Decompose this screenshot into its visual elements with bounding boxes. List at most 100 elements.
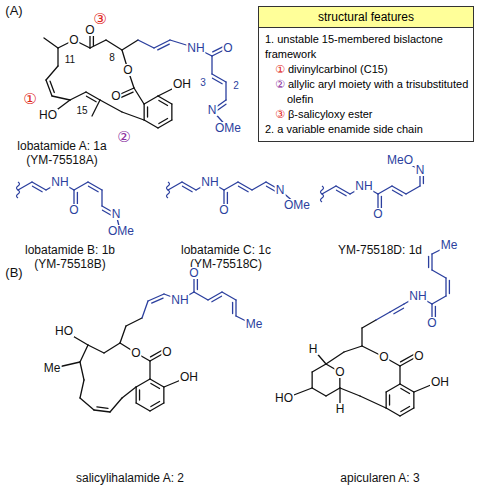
bond-line — [326, 388, 340, 396]
bond-line — [390, 304, 404, 312]
bond-line — [80, 362, 84, 380]
bond-line — [312, 364, 326, 372]
bond-line — [150, 379, 164, 387]
header-band: structural features — [259, 7, 473, 28]
bond-line — [432, 270, 446, 278]
bond-line — [360, 396, 386, 408]
bond-line — [208, 292, 222, 300]
bond-line — [394, 308, 404, 314]
bond-line — [406, 186, 420, 194]
atom-label: O — [334, 366, 345, 378]
bond-line — [399, 366, 400, 384]
bond-line — [122, 387, 136, 398]
atom-label: O — [378, 351, 389, 363]
bond-line — [158, 44, 170, 50]
bond-line — [80, 380, 84, 398]
bond-line — [134, 88, 144, 104]
compound-name: lobatamide A: 1a — [16, 140, 107, 152]
atom-label: O — [188, 267, 199, 279]
bond-line — [151, 383, 160, 388]
bond-line — [104, 343, 120, 353]
bond-line — [120, 92, 133, 98]
atom-number: 11 — [64, 55, 76, 65]
bond-line — [86, 92, 100, 100]
bond-line — [386, 408, 400, 416]
feature-box: structural features 1. unstable 15-member… — [258, 6, 474, 142]
bond-line — [159, 119, 168, 124]
atom-label: OH — [430, 376, 450, 388]
bond-line — [139, 390, 140, 400]
bond-line — [413, 392, 414, 408]
bond-line — [344, 346, 362, 352]
bond-line — [212, 74, 226, 82]
bond-line — [340, 388, 360, 396]
bond-line — [235, 300, 236, 316]
bond-line — [136, 403, 150, 411]
bond-line — [182, 186, 192, 192]
bond-line — [392, 186, 406, 194]
bond-line — [46, 66, 58, 80]
atom-label: O — [222, 42, 233, 54]
bond-line — [222, 292, 236, 300]
bond-line — [136, 379, 150, 387]
atom-label: O — [218, 204, 229, 216]
feature-item: ② allylic aryl moiety with a trisubstitu… — [259, 77, 473, 106]
bond-line — [311, 372, 312, 388]
bond-line — [44, 38, 58, 48]
bond-line — [110, 398, 122, 412]
feature-item: 1. unstable 15-membered bislactone frame… — [259, 32, 473, 61]
bond-line — [32, 182, 46, 190]
bond-line — [159, 100, 168, 105]
bond-line — [142, 301, 148, 318]
bond-line — [138, 40, 154, 48]
atom-label: NH — [200, 176, 219, 188]
bond-line — [149, 361, 150, 379]
bond-line — [224, 182, 238, 190]
bond-line — [101, 190, 102, 206]
atom-label: N — [275, 184, 286, 196]
bond-line — [120, 326, 126, 343]
bond-line — [431, 254, 432, 270]
bond-line — [80, 345, 88, 362]
bond-line — [90, 40, 106, 48]
bond-line — [182, 182, 196, 190]
bond-line — [97, 407, 108, 408]
bond-line — [86, 96, 96, 102]
bond-line — [432, 296, 446, 304]
bond-line — [378, 186, 392, 194]
compound-code: (YM-75518B) — [33, 258, 106, 270]
bond-line — [32, 186, 42, 192]
bond-line — [144, 96, 158, 104]
bond-line — [211, 56, 212, 74]
atom-label: OMe — [107, 225, 135, 237]
atom-number: 3 — [199, 78, 207, 88]
bond-line — [147, 107, 148, 117]
bond-line — [252, 182, 266, 190]
bond-line — [238, 182, 252, 190]
atom-label: O — [372, 208, 383, 220]
bond-line — [212, 296, 222, 302]
bond-line — [88, 345, 104, 353]
atom-number: 2 — [232, 81, 240, 91]
bond-line — [18, 182, 32, 190]
bond-line — [168, 182, 182, 190]
bond-line — [312, 388, 326, 396]
atom-label: OH — [179, 371, 199, 383]
bond-line — [449, 281, 450, 294]
atom-label: HO — [54, 325, 74, 337]
bond-line — [401, 354, 415, 362]
feature-item: ① divinylcarbinol (C15) — [259, 62, 473, 76]
bond-line — [362, 320, 376, 328]
atom-number: 8 — [108, 53, 116, 63]
bond-line — [385, 392, 386, 408]
atom-label: Me — [245, 318, 264, 330]
atom-label: NH — [186, 42, 205, 54]
bond-line — [50, 81, 54, 92]
compound-code: (YM-75518C) — [189, 258, 263, 270]
atom-label: O — [68, 34, 79, 46]
bond-line — [322, 186, 336, 194]
atom-label: O — [110, 90, 121, 102]
atom-label: N — [207, 104, 218, 116]
bond-line — [225, 82, 226, 100]
callout-number: ② — [116, 129, 131, 144]
